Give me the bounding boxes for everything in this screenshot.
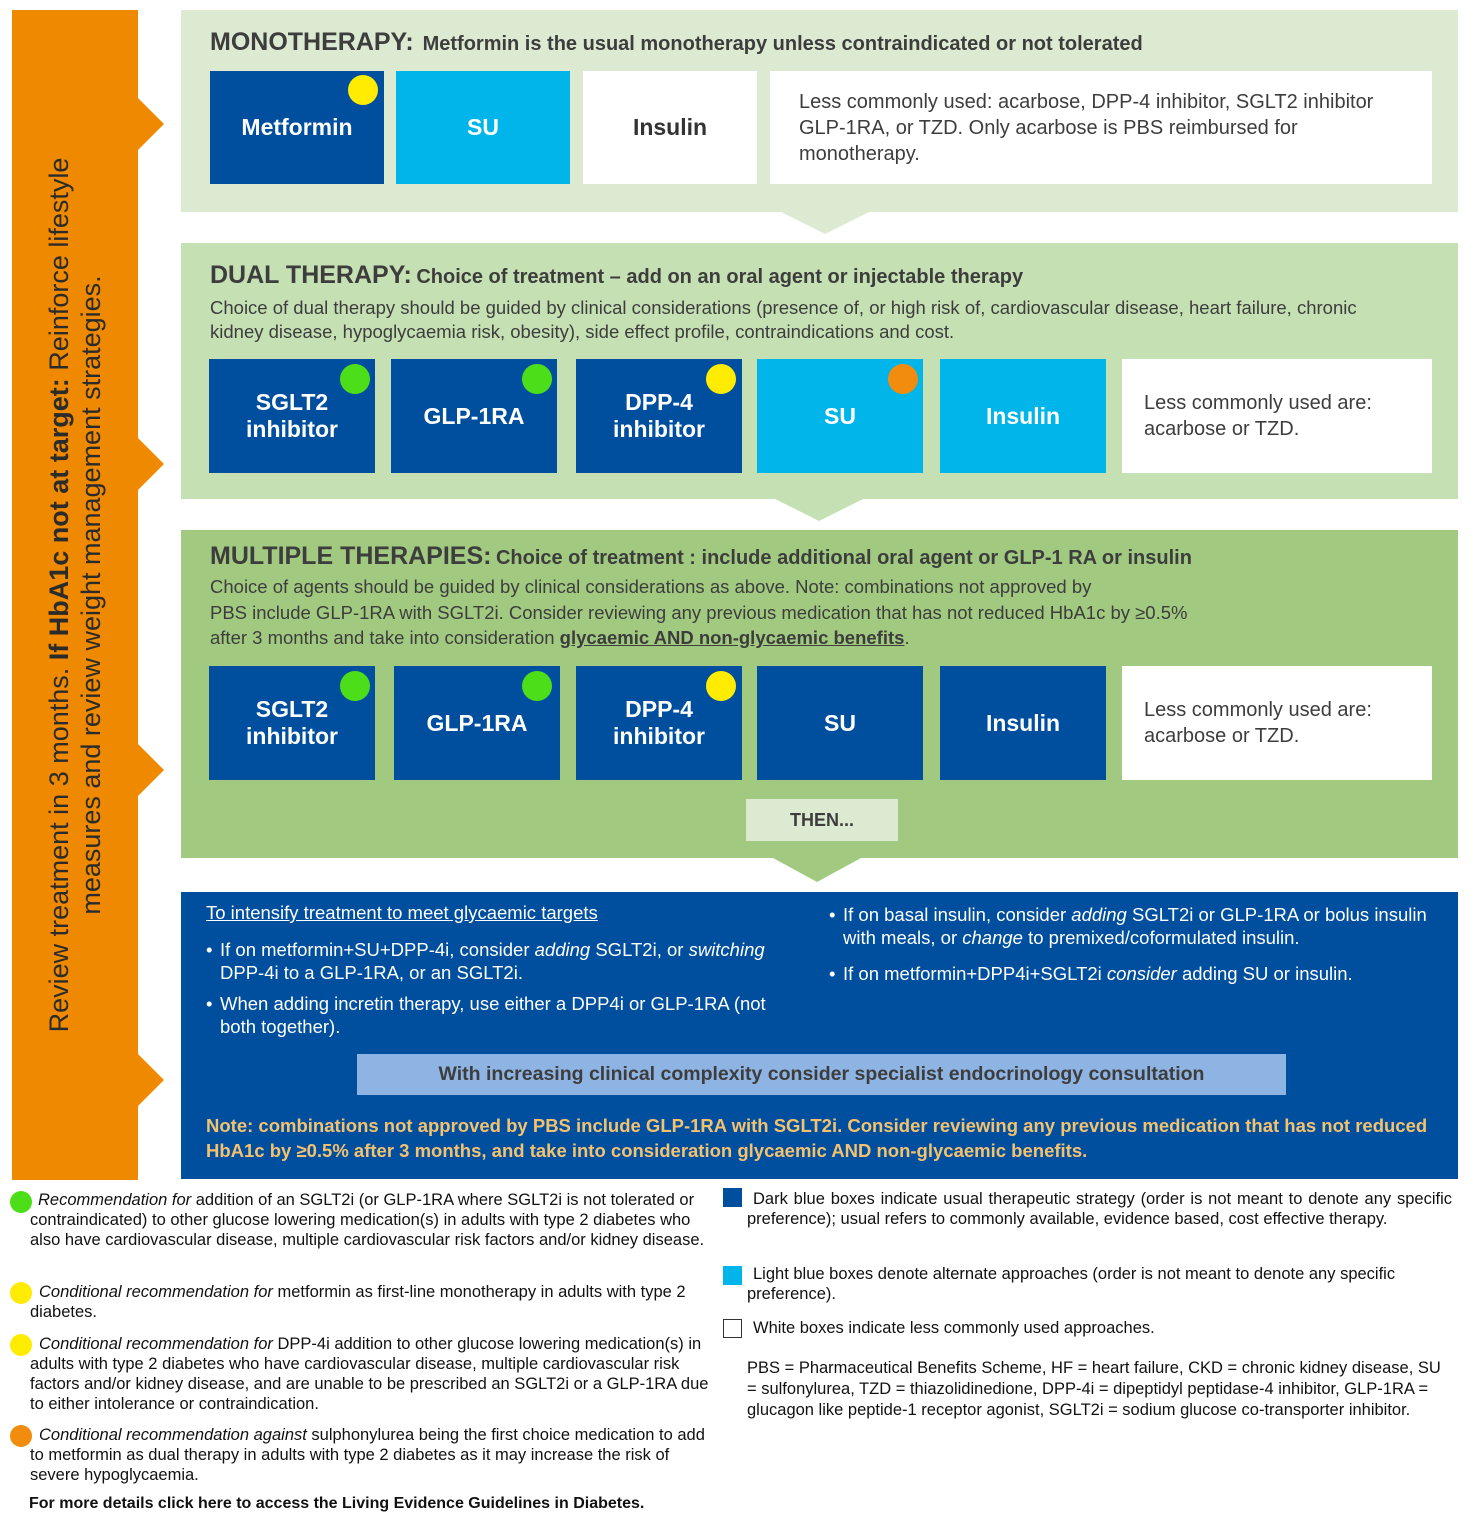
dual-therapy-description: Choice of dual therapy should be guided …: [210, 297, 1357, 342]
multiple-therapies-title: MULTIPLE THERAPIES: Choice of treatment …: [210, 542, 1192, 570]
box-su: SU: [757, 359, 923, 473]
monotherapy-panel: MONOTHERAPY: Metformin is the usual mono…: [181, 10, 1458, 212]
intensify-bullet: • If on metformin+SU+DPP-4i, consider ad…: [206, 939, 765, 983]
review-arrow-4: [138, 1054, 164, 1106]
dual-therapy-note: Less commonly used are: acarbose or TZD.: [1122, 359, 1432, 473]
abbreviations: PBS = Pharmaceutical Benefits Scheme, HF…: [747, 1359, 1441, 1419]
flow-arrow-down: [781, 212, 869, 234]
box-su: SU: [757, 666, 923, 780]
yellow-legend-dot: [10, 1334, 32, 1356]
flow-arrow-down: [775, 499, 863, 521]
orange-legend-dot: [10, 1425, 32, 1447]
intensify-bullet: • If on basal insulin, consider adding S…: [829, 904, 1427, 948]
legend-orange: Conditional recommendation against sulph…: [30, 1426, 705, 1484]
legend-yellow-2: Conditional recommendation for DPP-4i ad…: [30, 1335, 709, 1413]
multiple-therapies-panel: MULTIPLE THERAPIES: Choice of treatment …: [181, 530, 1458, 858]
multiple-therapies-description: Choice of agents should be guided by cli…: [210, 576, 1188, 648]
intensify-bullet: • If on metformin+DPP4i+SGLT2i consider …: [829, 963, 1353, 984]
green-legend-dot: [10, 1191, 32, 1213]
pbs-note: Note: combinations not approved by PBS i…: [206, 1115, 1428, 1161]
intensify-bullet: • When adding incretin therapy, use eith…: [206, 993, 766, 1037]
footer-link[interactable]: For more details click here to access th…: [29, 1495, 645, 1512]
monotherapy-note: Less commonly used: acarbose, DPP-4 inhi…: [770, 71, 1432, 184]
yellow-recommendation-dot: [348, 75, 378, 105]
review-arrow-2: [138, 438, 164, 490]
legend-white: White boxes indicate less commonly used …: [753, 1319, 1155, 1337]
box-insulin: Insulin: [940, 359, 1106, 473]
yellow-recommendation-dot: [706, 364, 736, 394]
intensify-heading: To intensify treatment to meet glycaemic…: [206, 902, 598, 923]
green-recommendation-dot: [340, 671, 370, 701]
light-blue-swatch: [723, 1266, 742, 1285]
box-glp1ra: GLP-1RA: [394, 666, 560, 780]
then-label: THEN...: [746, 799, 898, 841]
review-arrow-3: [138, 744, 164, 796]
intensify-treatment-panel: To intensify treatment to meet glycaemic…: [181, 892, 1458, 1179]
review-sidebar: [12, 10, 138, 1180]
orange-recommendation-dot: [888, 364, 918, 394]
dark-blue-swatch: [723, 1188, 742, 1207]
dual-therapy-title: DUAL THERAPY: Choice of treatment – add …: [210, 261, 1024, 289]
yellow-recommendation-dot: [706, 671, 736, 701]
box-insulin: Insulin: [940, 666, 1106, 780]
multiple-therapies-note: Less commonly used are: acarbose or TZD.: [1122, 666, 1432, 780]
box-insulin: Insulin: [583, 71, 757, 184]
monotherapy-title: MONOTHERAPY: Metformin is the usual mono…: [210, 28, 1143, 56]
legend-dark-blue: Dark blue boxes indicate usual therapeut…: [747, 1190, 1452, 1228]
specialist-consultation-bar: With increasing clinical complexity cons…: [357, 1054, 1286, 1095]
yellow-legend-dot: [10, 1282, 32, 1304]
legend-light-blue: Light blue boxes denote alternate approa…: [747, 1265, 1396, 1303]
green-recommendation-dot: [522, 364, 552, 394]
box-su: SU: [396, 71, 570, 184]
green-recommendation-dot: [522, 671, 552, 701]
white-swatch: [723, 1319, 742, 1338]
dual-therapy-panel: DUAL THERAPY: Choice of treatment – add …: [181, 243, 1458, 499]
review-text: Review treatment in 3 months. If HbA1c n…: [44, 157, 106, 1033]
review-arrow-1: [138, 98, 164, 150]
green-recommendation-dot: [340, 364, 370, 394]
flow-arrow-down: [773, 858, 861, 882]
legend-green: Recommendation for addition of an SGLT2i…: [30, 1191, 705, 1249]
legend-yellow-1: Conditional recommendation for metformin…: [30, 1283, 686, 1321]
